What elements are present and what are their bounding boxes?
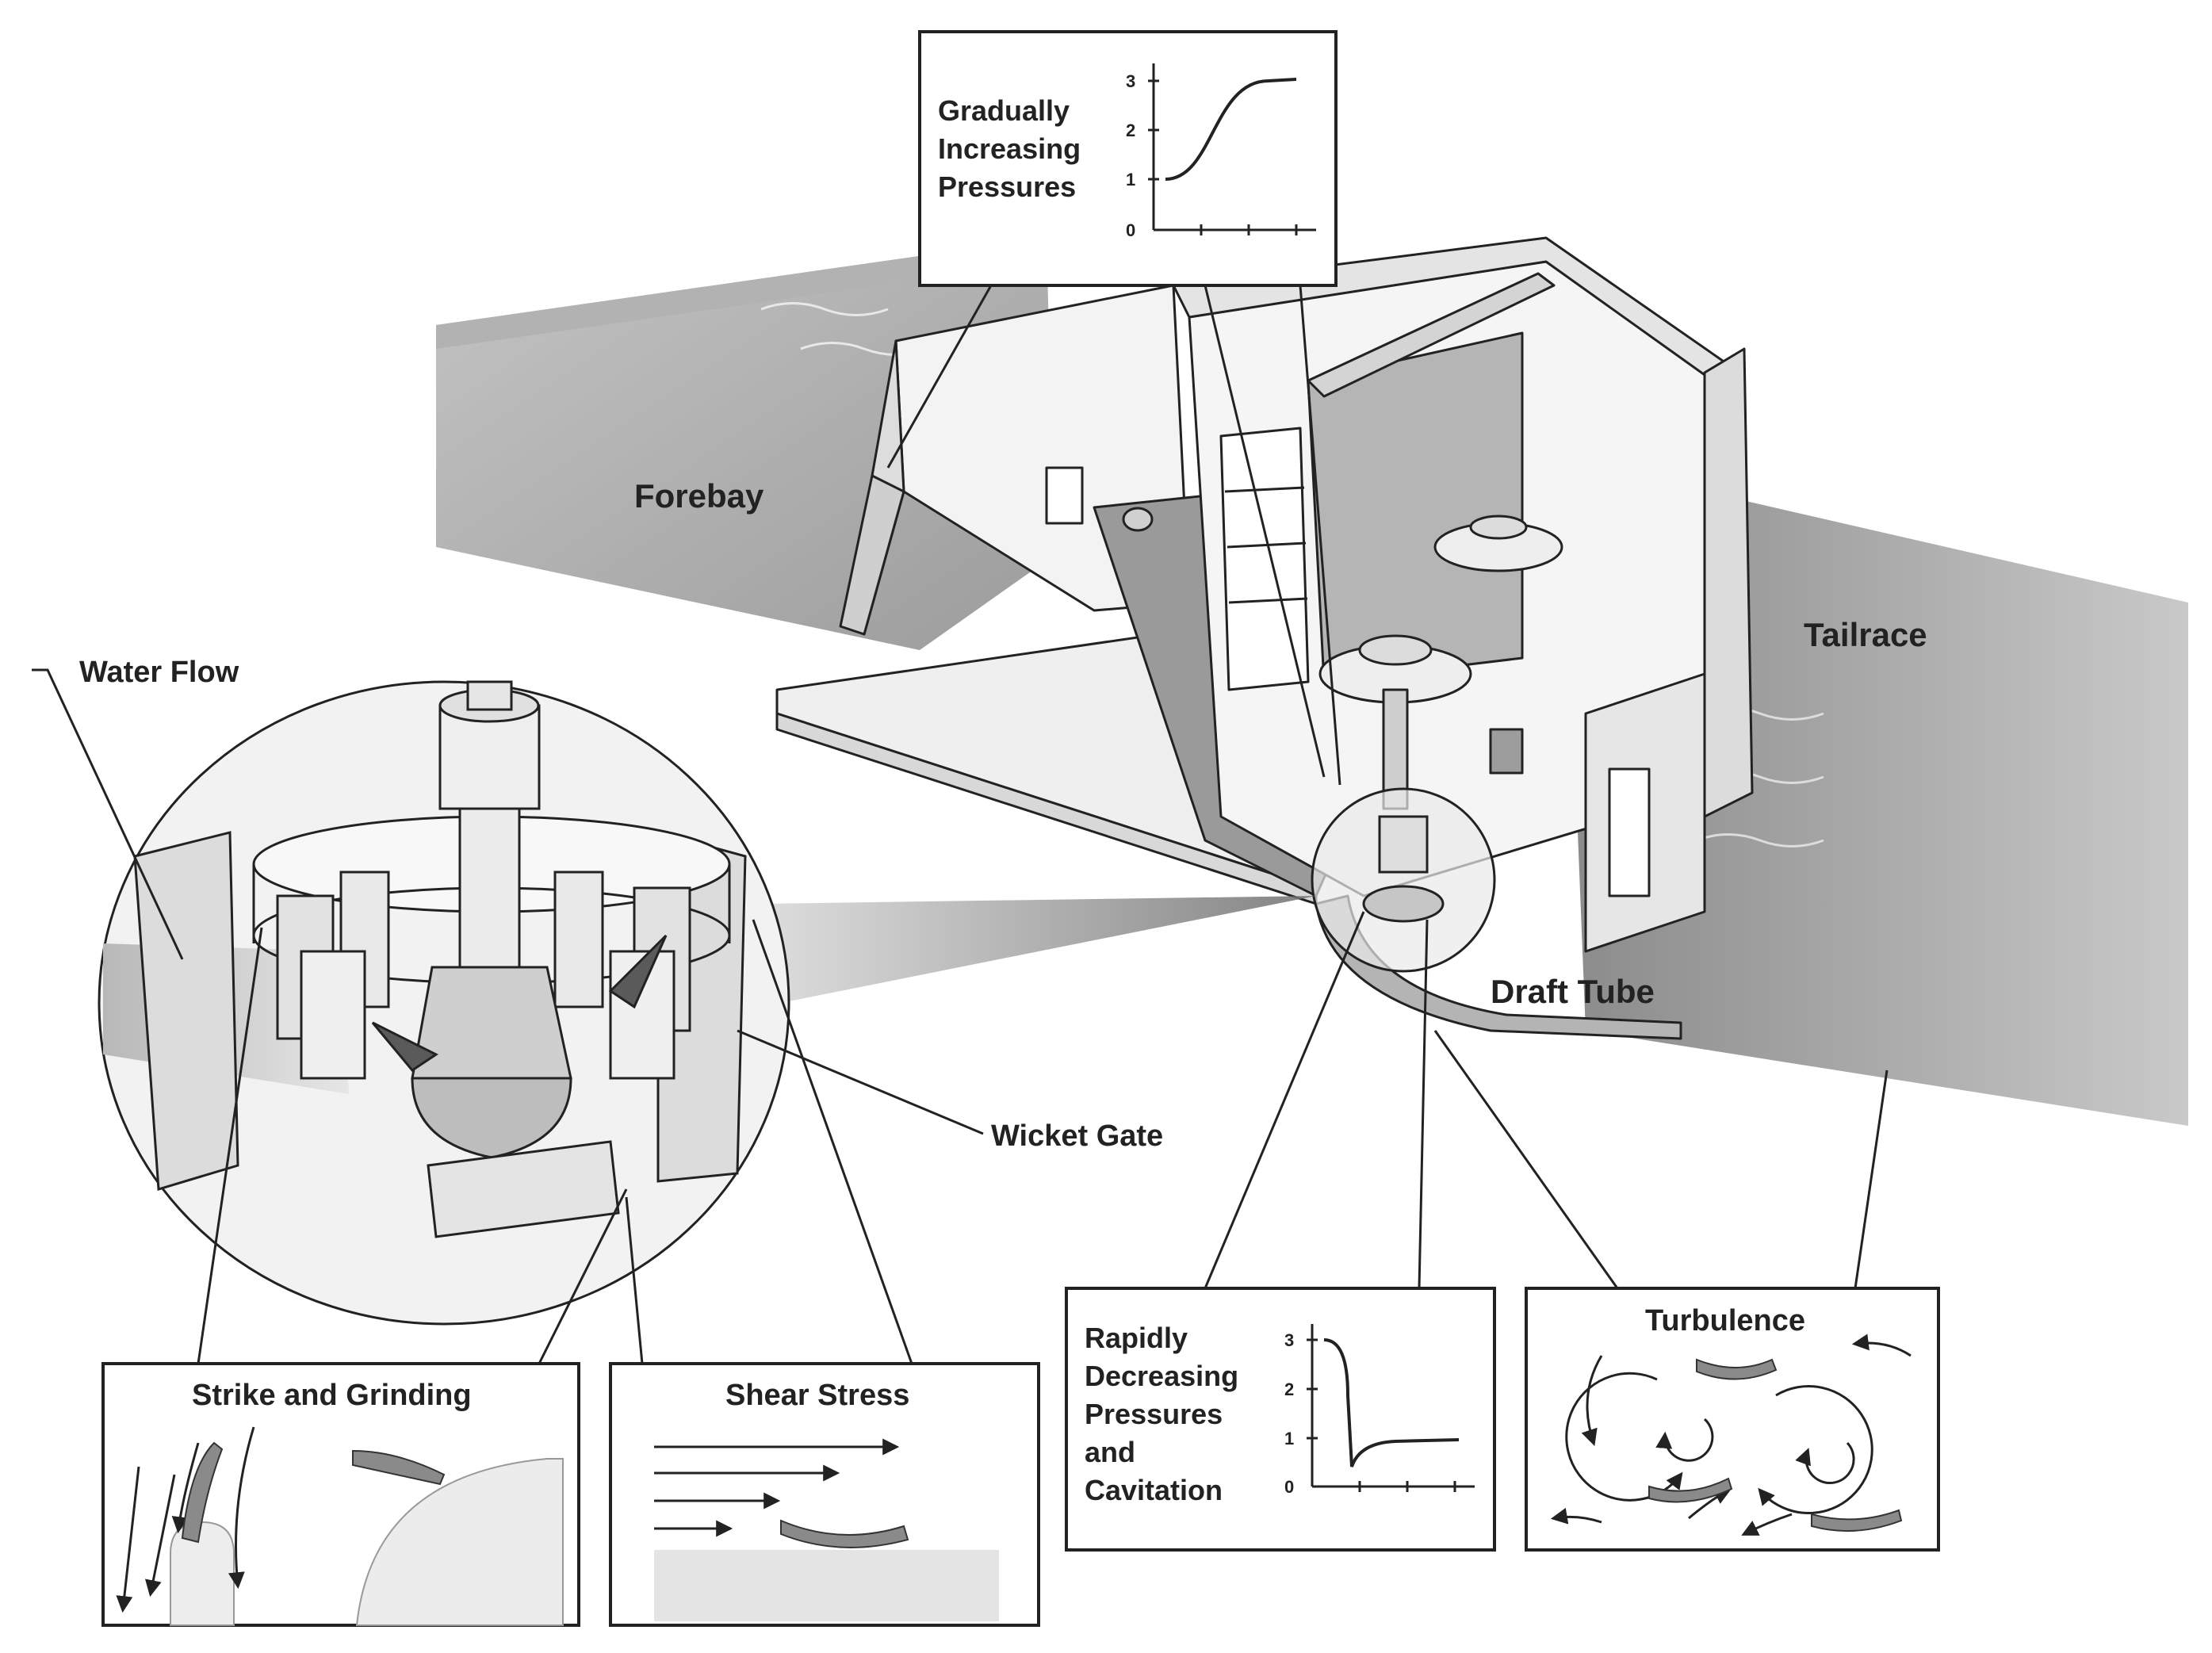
rapid-tick-3: 3 bbox=[1284, 1330, 1294, 1350]
fish-strike-2 bbox=[352, 1449, 446, 1486]
strike-title: Strike and Grinding bbox=[192, 1379, 472, 1412]
rapid-pressure-callout: Rapidly Decreasing Pressures and Cavitat… bbox=[1065, 1287, 1496, 1552]
magnification-beam bbox=[761, 896, 1316, 1007]
draft-tube-label: Draft Tube bbox=[1491, 973, 1655, 1010]
rapid-axes bbox=[1307, 1324, 1475, 1492]
gradual-line-3: Pressures bbox=[938, 170, 1076, 203]
gradual-line-1: Gradually bbox=[938, 94, 1070, 127]
rapid-line-1: Rapidly bbox=[1085, 1322, 1188, 1354]
gradual-axes bbox=[1148, 63, 1316, 235]
rapid-tick-2: 2 bbox=[1284, 1379, 1294, 1399]
turbulence-title: Turbulence bbox=[1645, 1304, 1805, 1337]
rapid-line-3: Pressures bbox=[1085, 1398, 1223, 1430]
tailrace-label: Tailrace bbox=[1804, 616, 1927, 653]
gradual-tick-2: 2 bbox=[1126, 121, 1135, 140]
turbine-closeup bbox=[98, 680, 790, 1326]
rapid-curve bbox=[1323, 1338, 1460, 1467]
strike-grinding-callout: Strike and Grinding bbox=[101, 1362, 580, 1627]
gradual-tick-0: 0 bbox=[1126, 220, 1135, 240]
water-flow-label: Water Flow bbox=[79, 656, 239, 689]
gradual-curve bbox=[1165, 78, 1297, 181]
fish-shear bbox=[780, 1519, 909, 1548]
fish-turb-2 bbox=[1648, 1477, 1733, 1503]
rapid-line-4: and bbox=[1085, 1436, 1135, 1468]
gradual-tick-3: 3 bbox=[1126, 71, 1135, 91]
rapid-tick-0: 0 bbox=[1284, 1477, 1294, 1497]
turbine-zoom-ring bbox=[1311, 787, 1496, 973]
shear-title: Shear Stress bbox=[725, 1379, 909, 1412]
rapid-line-2: Decreasing bbox=[1085, 1360, 1238, 1392]
gradual-line-2: Increasing bbox=[938, 132, 1081, 165]
rapid-line-5: Cavitation bbox=[1085, 1474, 1223, 1506]
shear-stress-callout: Shear Stress bbox=[609, 1362, 1040, 1627]
fish-turb-3 bbox=[1811, 1509, 1903, 1532]
rapid-tick-1: 1 bbox=[1284, 1429, 1294, 1448]
gradual-tick-1: 1 bbox=[1126, 170, 1135, 189]
turbulence-callout: Turbulence bbox=[1525, 1287, 1940, 1552]
fish-turb-1 bbox=[1696, 1358, 1778, 1380]
callout-lines bbox=[32, 285, 1889, 1364]
gradual-pressure-callout: Gradually Increasing Pressures 0 1 2 3 bbox=[918, 30, 1338, 287]
forebay-label: Forebay bbox=[634, 477, 764, 515]
wicket-gate-label: Wicket Gate bbox=[991, 1119, 1163, 1153]
fish-strike-1 bbox=[181, 1441, 224, 1544]
